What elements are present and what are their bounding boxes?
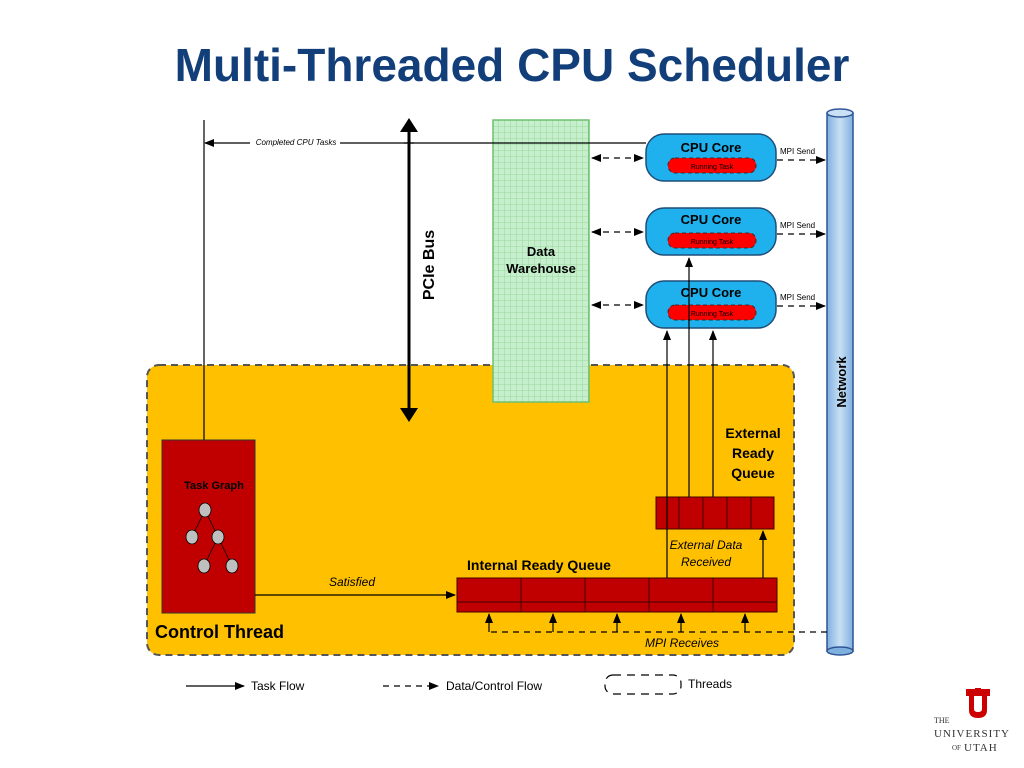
- external-ready-queue-label-line3: Queue: [731, 465, 775, 481]
- completed-cpu-tasks-label: Completed CPU Tasks: [256, 138, 337, 147]
- cpu-core-2: [645, 207, 777, 256]
- logo-utah: UTAH: [964, 742, 998, 754]
- external-ready-queue-label-line1: External: [725, 425, 780, 441]
- cpu-core-2-label: CPU Core: [681, 212, 742, 227]
- legend-threads-shape: [604, 674, 682, 695]
- pcie-bus-label: PCIe Bus: [421, 230, 438, 300]
- slide-title: Multi-Threaded CPU Scheduler: [174, 39, 850, 91]
- mpi-send-label-2: MPI Send: [780, 221, 815, 230]
- university-of-utah-logo: THE UNIVERSITY OF UTAH: [930, 688, 1020, 764]
- internal-ready-queue: [456, 577, 778, 613]
- data-warehouse: [492, 119, 590, 403]
- legend-data-control-label: Data/Control Flow: [446, 679, 542, 693]
- satisfied-label: Satisfied: [329, 575, 375, 589]
- data-warehouse-label-line1: Data: [527, 244, 556, 259]
- external-ready-queue: [655, 496, 775, 530]
- mpi-receives-label: MPI Receives: [645, 636, 719, 650]
- logo-the: THE: [934, 716, 950, 725]
- internal-ready-queue-label: Internal Ready Queue: [467, 557, 611, 573]
- legend-task-flow-label: Task Flow: [251, 679, 305, 693]
- pcie-bus-arrow: [400, 118, 418, 422]
- external-data-received-label-line1: External Data: [670, 538, 743, 552]
- mpi-send-label-3: MPI Send: [780, 293, 815, 302]
- mpi-receives-flow: [485, 613, 827, 633]
- task-graph-box: [161, 439, 256, 614]
- logo-university: UNIVERSITY: [934, 728, 1010, 740]
- control-thread-label: Control Thread: [155, 622, 284, 642]
- warehouse-core-links: [591, 154, 644, 309]
- cpu-core-2-task: Running Task: [691, 239, 734, 246]
- external-data-received-label-line2: Received: [681, 555, 731, 569]
- legend-threads-label: Threads: [688, 677, 732, 691]
- task-graph-label: Task Graph: [184, 480, 244, 492]
- cpu-core-3-task: Running Task: [691, 311, 734, 318]
- network-label: Network: [834, 356, 849, 408]
- network-tube: [826, 108, 854, 656]
- legend: [186, 674, 682, 695]
- cpu-core-3: [645, 280, 777, 329]
- cpu-core-1: [645, 133, 777, 182]
- cpu-core-1-label: CPU Core: [681, 140, 742, 155]
- task-graph-nodes: [185, 502, 239, 574]
- logo-of: OF: [952, 744, 961, 752]
- data-warehouse-label-line2: Warehouse: [506, 261, 576, 276]
- completed-tasks-flow: [204, 136, 646, 148]
- queue-to-core-arrows: [663, 257, 717, 578]
- cpu-core-3-label: CPU Core: [681, 285, 742, 300]
- utah-u-icon: [966, 688, 990, 718]
- external-ready-queue-label-line2: Ready: [732, 445, 774, 461]
- cpu-core-1-task: Running Task: [691, 164, 734, 171]
- mpi-send-arrows: [777, 156, 826, 310]
- mpi-send-label-1: MPI Send: [780, 147, 815, 156]
